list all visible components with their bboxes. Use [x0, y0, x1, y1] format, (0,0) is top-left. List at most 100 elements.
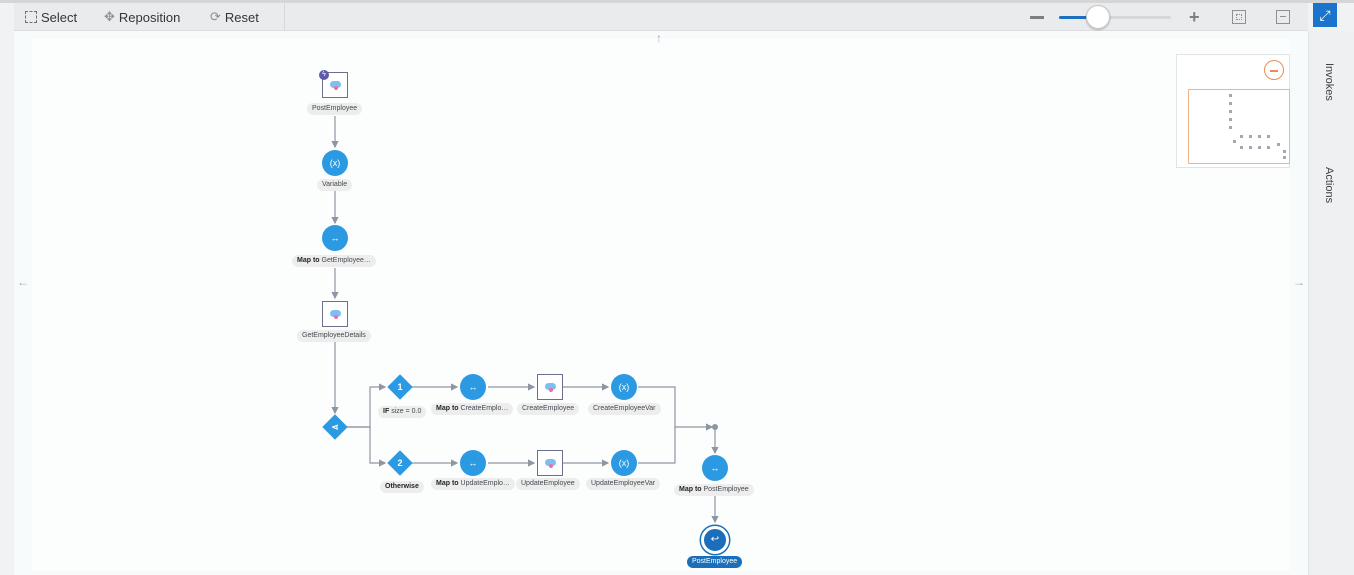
switch-node[interactable]: ⋖ — [322, 414, 348, 440]
minimap-node — [1240, 146, 1243, 149]
zoom-slider-handle[interactable] — [1086, 5, 1111, 29]
map-icon: ↔ — [330, 233, 340, 243]
update-var-label: UpdateEmployeeVar — [586, 478, 661, 490]
branch1-node[interactable]: 1 — [387, 374, 413, 400]
export-button[interactable] — [1276, 10, 1290, 24]
zoom-out-button[interactable] — [1030, 16, 1044, 19]
variable-icon: (x) — [329, 158, 341, 168]
minimap-node — [1233, 140, 1236, 143]
map-update-label: Map to UpdateEmplo… — [431, 478, 515, 490]
reset-label: Reset — [224, 9, 259, 25]
branch1-number: 1 — [397, 382, 403, 392]
minimap-node — [1229, 110, 1232, 113]
expand-button[interactable]: ⤢ — [1313, 3, 1337, 27]
minimap-node — [1258, 135, 1261, 138]
cloud-accent-icon — [549, 388, 553, 392]
minimap-viewport[interactable] — [1188, 89, 1290, 164]
branch2-cond-text: Otherwise — [385, 483, 419, 490]
reposition-button[interactable]: ✥ Reposition — [104, 8, 180, 26]
right-side-panel: Invokes Actions — [1308, 31, 1354, 575]
trigger-badge-icon: ϟ — [319, 70, 329, 80]
variable-label: Variable — [317, 179, 353, 191]
toolbar-mode-group: Select ✥ Reposition ⟳ Reset — [14, 3, 285, 31]
minimap[interactable] — [1176, 54, 1290, 168]
variable-icon: (x) — [618, 458, 630, 468]
map-create-label: Map to CreateEmplo… — [431, 403, 514, 415]
scroll-up-arrow[interactable]: ↑ — [656, 31, 662, 45]
tab-invokes[interactable]: Invokes — [1323, 63, 1335, 101]
minimap-node — [1229, 94, 1232, 97]
update-employee-label: UpdateEmployee — [516, 478, 580, 490]
variable-node[interactable]: (x) — [322, 150, 348, 176]
minimap-node — [1229, 118, 1232, 121]
scroll-left-arrow[interactable]: ← — [17, 275, 29, 289]
upload-icon — [1280, 16, 1286, 22]
select-button[interactable]: Select — [25, 8, 77, 26]
integration-canvas[interactable] — [14, 31, 1308, 575]
switch-icon: ⋖ — [331, 422, 339, 432]
zoom-slider-fill — [1059, 16, 1099, 19]
minimap-node — [1283, 150, 1286, 153]
map-post-prefix: Map to — [679, 486, 702, 493]
map-update-node[interactable]: ↔ — [460, 450, 486, 476]
expand-icon: ⤢ — [1319, 7, 1331, 23]
cloud-icon — [330, 81, 341, 88]
return-icon: ↩ — [710, 534, 720, 545]
create-employee-node[interactable] — [537, 374, 563, 400]
cloud-accent-icon — [334, 315, 338, 319]
map-icon: ↔ — [710, 463, 720, 473]
trigger-label: PostEmployee — [307, 103, 363, 115]
branch2-condition: Otherwise — [380, 481, 424, 493]
get-details-label: GetEmployeeDetails — [297, 330, 371, 342]
minimap-node — [1229, 102, 1232, 105]
variable-icon: (x) — [618, 382, 630, 392]
minimap-node — [1258, 146, 1261, 149]
minimap-collapse-button[interactable] — [1264, 60, 1284, 80]
map-create-prefix: Map to — [436, 405, 459, 412]
minimap-node — [1267, 146, 1270, 149]
map-post-name: PostEmployee — [703, 486, 749, 493]
cloud-icon — [545, 459, 556, 466]
merge-point — [712, 424, 718, 430]
scroll-right-arrow[interactable]: → — [1293, 275, 1305, 289]
cloud-accent-icon — [334, 86, 338, 90]
move-icon: ✥ — [104, 9, 115, 24]
create-var-node[interactable]: (x) — [611, 374, 637, 400]
minimap-node — [1277, 143, 1280, 146]
zoom-slider[interactable] — [1059, 16, 1171, 19]
minus-icon — [1270, 70, 1278, 72]
branch2-node[interactable]: 2 — [387, 450, 413, 476]
branch2-number: 2 — [397, 458, 403, 468]
update-var-node[interactable]: (x) — [611, 450, 637, 476]
map-update-name: UpdateEmplo… — [460, 480, 510, 487]
reset-button[interactable]: ⟳ Reset — [210, 8, 259, 26]
select-icon — [25, 11, 37, 23]
map-create-node[interactable]: ↔ — [460, 374, 486, 400]
return-node[interactable]: ↩ — [701, 526, 729, 554]
branch1-cond-prefix: IF — [383, 408, 390, 415]
map-get-node[interactable]: ↔ — [322, 225, 348, 251]
cloud-accent-icon — [549, 464, 553, 468]
minimap-node — [1229, 126, 1232, 129]
create-var-label: CreateEmployeeVar — [588, 403, 661, 415]
minimap-node — [1283, 156, 1286, 159]
map-create-name: CreateEmplo… — [460, 405, 509, 412]
map-update-prefix: Map to — [436, 480, 459, 487]
tab-actions[interactable]: Actions — [1323, 167, 1335, 204]
refresh-icon: ⟳ — [210, 9, 221, 24]
connector — [344, 426, 387, 467]
map-get-label: Map to GetEmployee… — [292, 255, 376, 267]
map-post-node[interactable]: ↔ — [702, 455, 728, 481]
zoom-in-button[interactable]: + — [1189, 7, 1200, 27]
fit-icon — [1236, 14, 1242, 20]
branch1-condition: IF size = 0.0 — [378, 406, 427, 418]
update-employee-node[interactable] — [537, 450, 563, 476]
map-icon: ↔ — [468, 458, 478, 468]
minimap-node — [1249, 146, 1252, 149]
fit-to-screen-button[interactable] — [1232, 10, 1246, 24]
get-details-node[interactable] — [322, 301, 348, 327]
canvas-toolbar: Select ✥ Reposition ⟳ Reset + ⤢ — [14, 3, 1337, 31]
return-label: PostEmployee — [687, 556, 743, 568]
cloud-icon — [545, 383, 556, 390]
